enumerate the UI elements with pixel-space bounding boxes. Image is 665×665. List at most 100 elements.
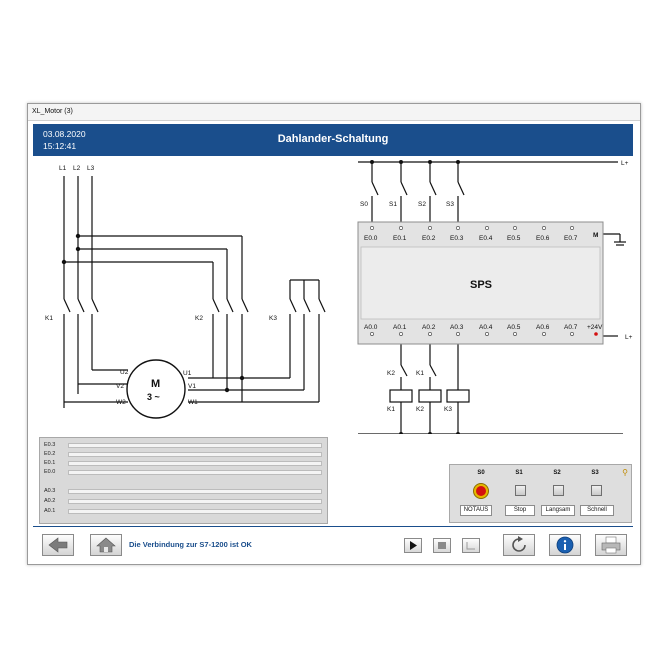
io-row-e03: E0.3 [44,442,322,449]
motor-terminal-v2: V2 [116,383,124,390]
io-row-e01: E0.1 [44,460,322,467]
plc-output-a02: A0.2 [422,324,436,331]
back-button[interactable] [42,534,74,556]
info-button[interactable] [549,534,581,556]
plc-output-a07: A0.7 [564,324,578,331]
io-row-a02: A0.2 [44,498,322,505]
plc-input-e05: E0.5 [507,235,521,242]
key-icon[interactable]: ⚲ [622,468,628,477]
io-signal-bar [68,499,322,504]
reset-button[interactable] [462,538,480,553]
emergency-stop-label: NOTAUS [460,505,492,516]
print-button[interactable] [595,534,627,556]
plc-input-e02: E0.2 [422,235,436,242]
io-label: E0.2 [44,451,56,457]
plc-input-e06: E0.6 [536,235,550,242]
reset-icon [466,542,475,550]
io-label: E0.0 [44,469,56,475]
plc-input-terminals [370,226,574,230]
emergency-stop-button[interactable] [473,483,489,499]
button-id-s0: S0 [477,470,485,476]
io-signal-bar [68,461,322,466]
plc-output-a03: A0.3 [450,324,464,331]
io-signal-bar [68,489,322,494]
io-label: A0.2 [44,498,56,504]
io-row-e00: E0.0 [44,469,322,476]
plc-supply-label: +24V [587,324,603,331]
stop-sim-button[interactable] [433,538,451,553]
plc-output-terminals [370,332,574,336]
io-label: E0.3 [44,442,56,448]
stop-button[interactable] [515,485,526,496]
emergency-stop-center [476,486,486,496]
junction-dots [61,233,245,393]
plc-input-e07: E0.7 [564,235,578,242]
header-date: 03.08.2020 [43,129,86,139]
io-signal-bar [68,470,322,475]
plc-input-e04: E0.4 [479,235,493,242]
arrow-left-icon [48,537,68,553]
control-panel: ⚲ S0 S1 S2 S3 NOTAUS Stop Langsam Schnel… [449,464,632,523]
power-circuit [63,176,326,419]
printer-icon [601,536,621,554]
interlock-contact-k2: K2 [387,370,395,377]
motor-terminal-w2: W2 [116,399,126,406]
io-signal-bar [68,443,322,448]
io-monitor-panel: E0.3 E0.2 E0.1 E0.0 A0.3 A0.2 A0.1 [39,437,328,524]
rail-right-label: L+ [625,334,633,341]
plc-input-e00: E0.0 [364,235,378,242]
io-signal-bar [68,452,322,457]
io-label: A0.3 [44,488,56,494]
power-led [594,332,598,336]
play-button[interactable] [404,538,422,553]
button-id-s1: S1 [515,470,523,476]
header-bar: 03.08.2020 15:12:41 Dahlander-Schaltung [33,124,633,156]
plc-output-a01: A0.1 [393,324,407,331]
window-title: XL_Motor (3) [28,104,640,121]
io-label: E0.1 [44,460,56,466]
rail-top-label: L+ [621,160,629,167]
interlock-contact-k1: K1 [416,370,424,377]
motor-terminal-w1: W1 [188,399,198,406]
play-icon [410,541,417,550]
slow-button[interactable] [553,485,564,496]
coil-label-k2: K2 [416,406,424,413]
fast-label: Schnell [580,505,614,516]
plc-input-e01: E0.1 [393,235,407,242]
plc-body [360,246,601,320]
home-button[interactable] [90,534,122,556]
plc-label: SPS [470,279,492,291]
fast-button[interactable] [591,485,602,496]
io-label: A0.1 [44,508,56,514]
switch-label-s1: S1 [389,201,397,208]
io-row-e02: E0.2 [44,451,322,458]
phase-label-l1: L1 [59,165,67,172]
app-window: XL_Motor (3) 03.08.2020 15:12:41 Dahland… [27,103,641,565]
motor-terminal-u2: U2 [120,369,129,376]
refresh-button[interactable] [503,534,535,556]
contactor-label-k2: K2 [195,315,203,322]
motor-label-main: M [151,378,160,390]
phase-label-l3: L3 [87,165,95,172]
coil-label-k1: K1 [387,406,395,413]
stop-icon [438,542,446,549]
plc-output-a06: A0.6 [536,324,550,331]
info-icon [556,536,574,554]
plc-output-a00: A0.0 [364,324,378,331]
button-id-s2: S2 [553,470,561,476]
page-title: Dahlander-Schaltung [277,133,389,145]
motor-terminal-u1: U1 [183,370,192,377]
connection-status: Die Verbindung zur S7-1200 ist OK [129,540,252,549]
plc-input-e03: E0.3 [450,235,464,242]
refresh-icon [512,536,526,552]
plc-ground-label: M [593,232,598,239]
io-row-a03: A0.3 [44,488,322,495]
switch-label-s2: S2 [418,201,426,208]
io-row-a01: A0.1 [44,508,322,515]
schematic-diagram: L1 L2 L3 K1 K2 K3 M 3 ~ U2 V2 W2 U1 V1 W… [45,160,633,434]
header-time: 15:12:41 [43,141,77,151]
plc-output-a04: A0.4 [479,324,493,331]
switch-label-s3: S3 [446,201,454,208]
plc-output-a05: A0.5 [507,324,521,331]
io-signal-bar [68,509,322,514]
